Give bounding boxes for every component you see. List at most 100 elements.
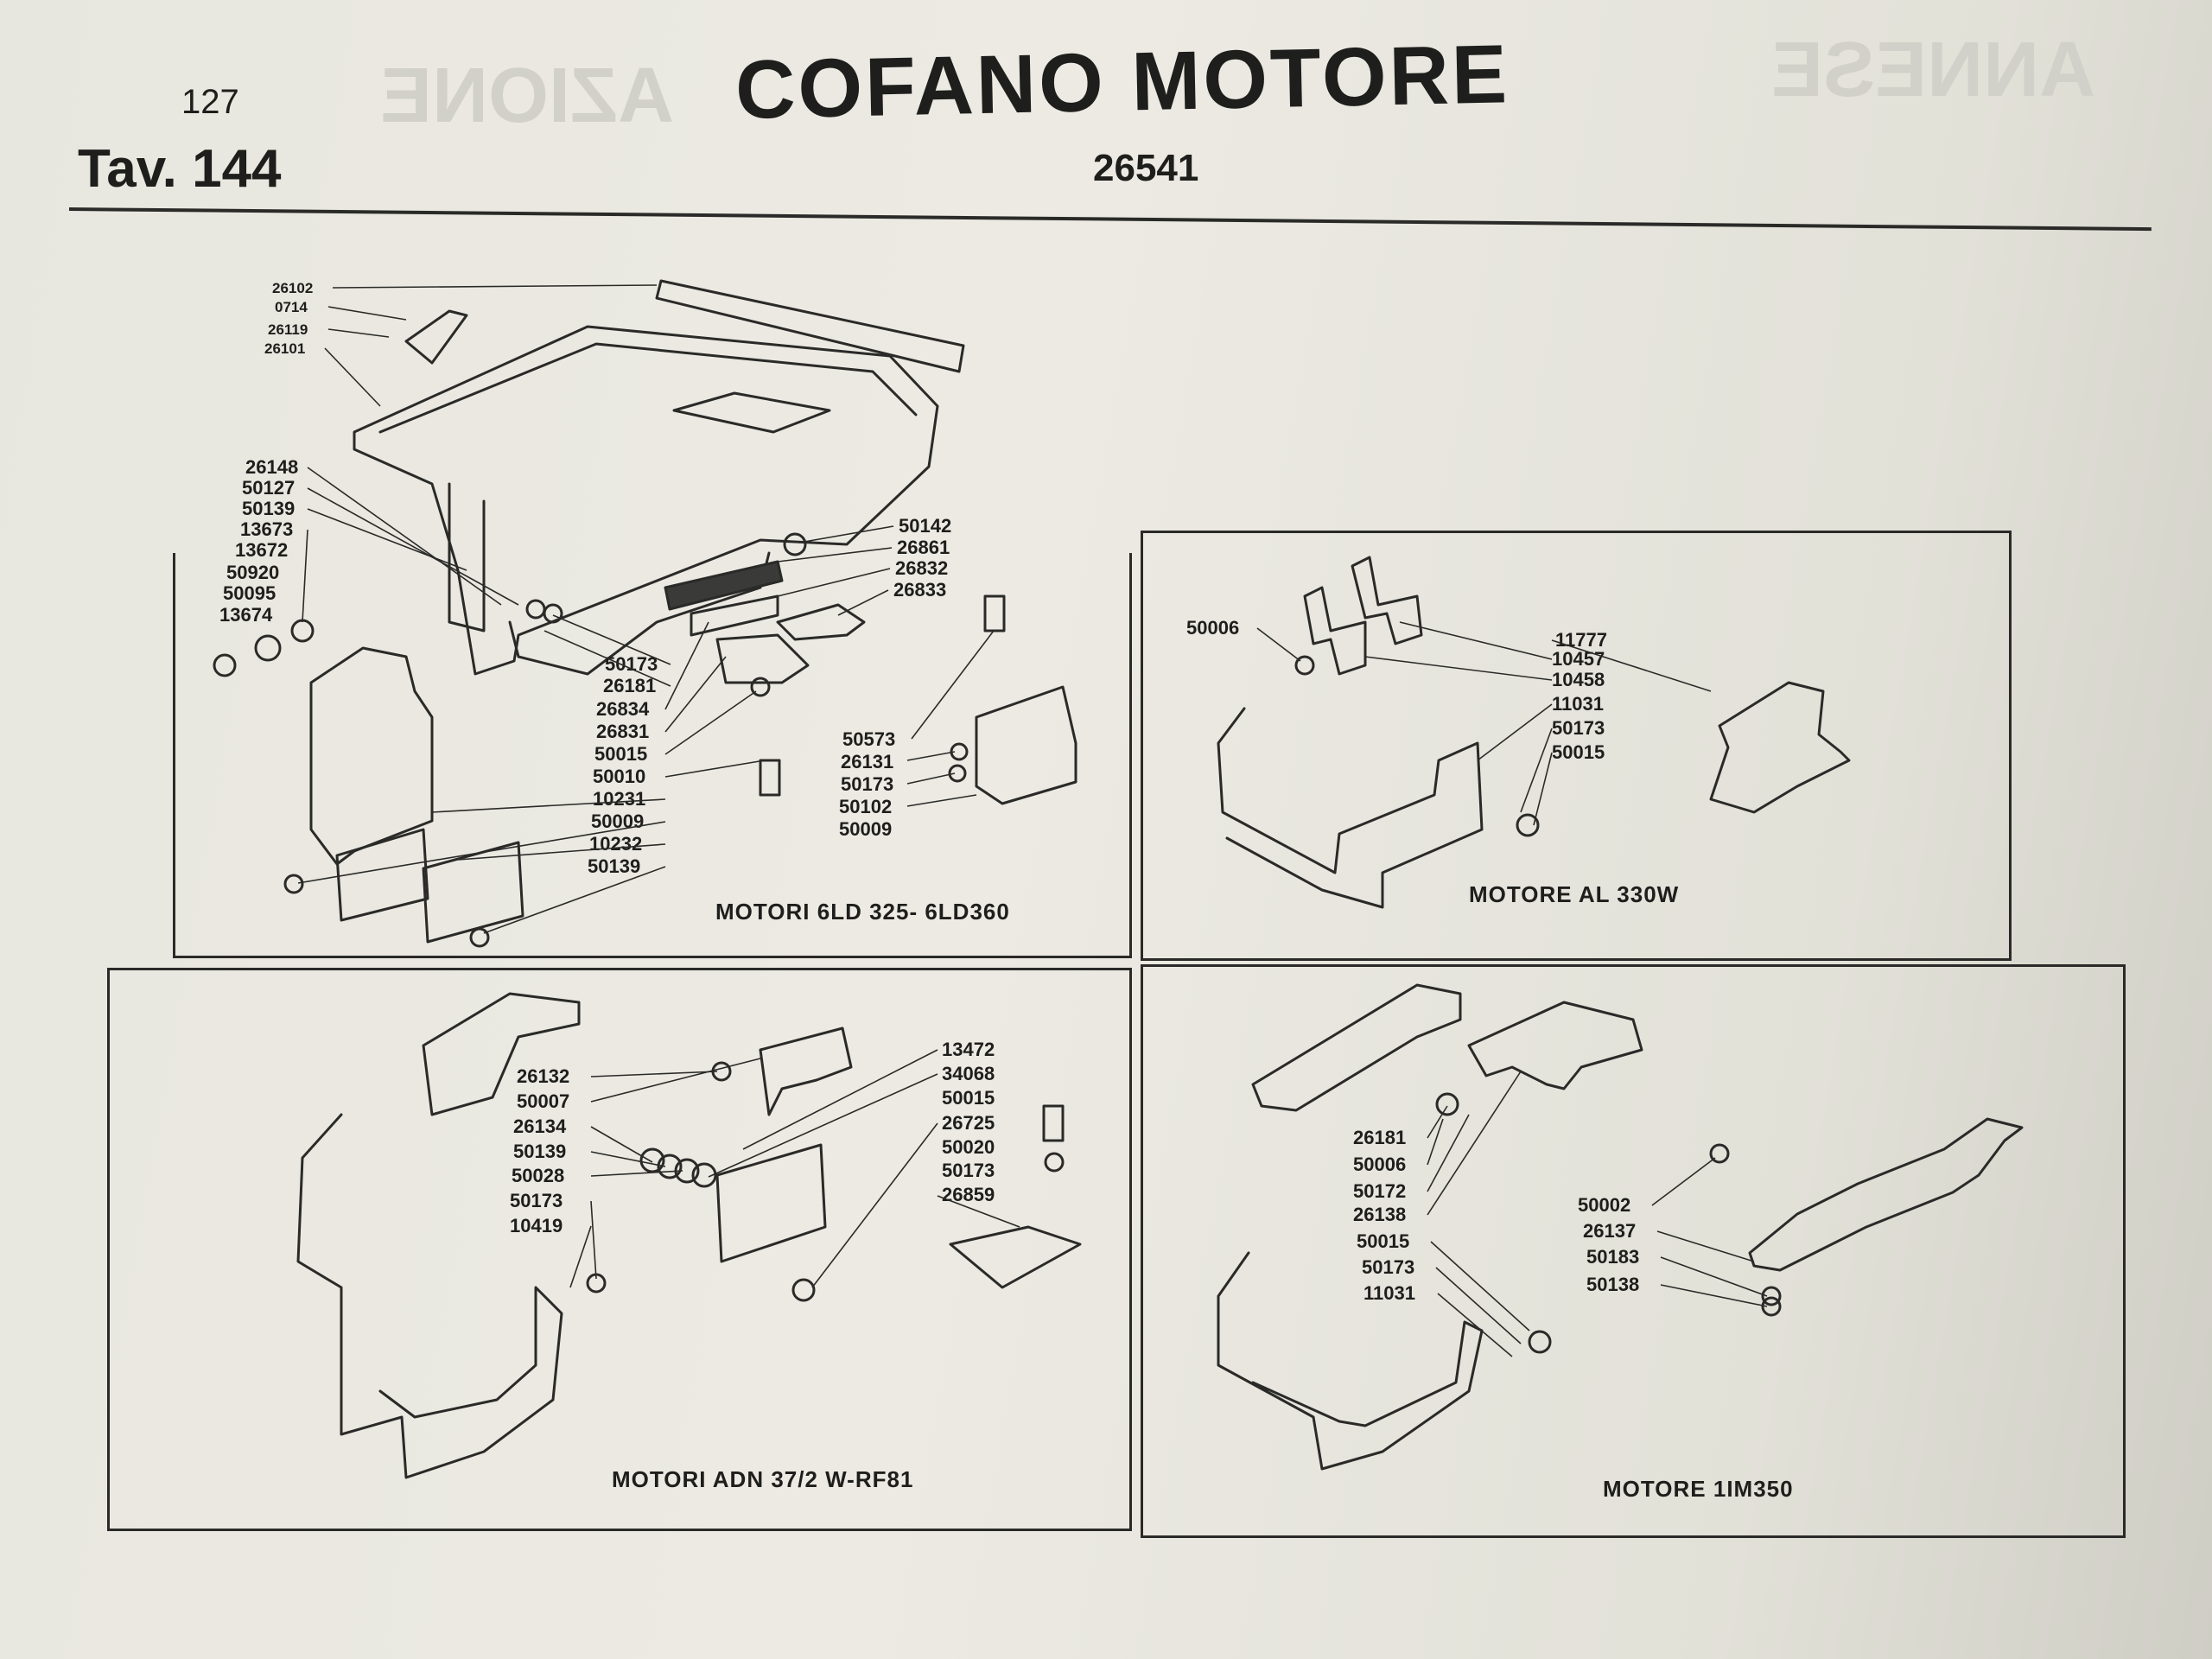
part-number: 50139 xyxy=(588,855,641,877)
part-number: 50015 xyxy=(1552,741,1605,763)
part-number: 50139 xyxy=(242,498,296,519)
plate-3b xyxy=(949,1225,1082,1289)
part-number: 50102 xyxy=(839,796,893,817)
part-number: 50142 xyxy=(899,515,952,537)
cradle-3 xyxy=(296,1113,563,1479)
part-number: 26181 xyxy=(603,675,657,696)
bonnet-vent xyxy=(672,391,831,434)
part-number: 50020 xyxy=(942,1136,995,1158)
side-window xyxy=(404,309,468,365)
part-number: 50173 xyxy=(605,653,658,675)
part-number: 26102 xyxy=(272,280,314,296)
lower-bracket xyxy=(715,633,810,684)
hook-bracket-b xyxy=(1351,556,1423,645)
hook-bracket-a xyxy=(1303,586,1367,676)
part-number: 26101 xyxy=(264,340,306,357)
trim-strip xyxy=(655,279,965,373)
strap-4b xyxy=(1467,1001,1643,1090)
panel-frame-al330w xyxy=(1141,531,2012,961)
panel-caption: MOTORI ADN 37/2 W-RF81 xyxy=(612,1466,914,1492)
bonnet-top-inner xyxy=(378,342,918,434)
plate-3 xyxy=(715,1143,827,1263)
hinge-plate-2 xyxy=(690,594,779,637)
right-bracket xyxy=(975,685,1077,805)
arch-bracket-4 xyxy=(1748,1117,2024,1272)
part-number: 26134 xyxy=(513,1116,567,1137)
panel-frame-1im350 xyxy=(1141,964,2126,1538)
part-number: 26181 xyxy=(1353,1127,1407,1148)
part-number: 50173 xyxy=(1362,1256,1415,1278)
part-number: 50172 xyxy=(1353,1180,1407,1202)
part-number: 50009 xyxy=(591,810,645,832)
bracket-3a xyxy=(422,992,581,1116)
part-number: 26137 xyxy=(1583,1220,1637,1242)
part-number: 13674 xyxy=(219,604,273,626)
panel-caption: MOTORE AL 330W xyxy=(1469,881,1680,907)
panel-frame-adn xyxy=(107,968,1132,1531)
small-bracket xyxy=(776,603,866,641)
part-number: 26832 xyxy=(895,557,949,579)
bracket-3b xyxy=(759,1027,853,1116)
part-number: 50006 xyxy=(1353,1154,1407,1175)
part-number: 50007 xyxy=(517,1090,570,1112)
group-code: 26541 xyxy=(1093,147,1199,189)
part-number: 11031 xyxy=(1363,1282,1415,1304)
part-number: 13673 xyxy=(240,518,294,540)
plate-left xyxy=(335,828,429,922)
support-2 xyxy=(1709,681,1851,814)
part-number: 10457 xyxy=(1552,648,1605,670)
part-number: 50009 xyxy=(839,818,893,840)
page-number: 127 xyxy=(181,83,239,121)
part-number: 26725 xyxy=(942,1112,995,1134)
part-number: 26138 xyxy=(1353,1204,1407,1225)
panel-caption: MOTORI 6LD 325- 6LD360 xyxy=(715,899,1010,925)
part-number: 26131 xyxy=(841,751,894,772)
part-number: 26132 xyxy=(517,1065,570,1087)
part-number: 50138 xyxy=(1586,1274,1640,1295)
part-number: 50183 xyxy=(1586,1246,1640,1268)
panel-caption: MOTORE 1IM350 xyxy=(1603,1476,1794,1502)
part-number: 50010 xyxy=(593,766,646,787)
bonnet-shell xyxy=(353,325,939,676)
part-number: 13672 xyxy=(235,539,289,561)
part-number: 0714 xyxy=(275,299,308,315)
part-number: 50015 xyxy=(942,1087,995,1109)
part-number: 10419 xyxy=(510,1215,563,1236)
part-number: 26833 xyxy=(893,579,947,601)
table-reference: Tav. 144 xyxy=(78,139,282,199)
part-number: 26831 xyxy=(596,721,650,742)
part-number: 50015 xyxy=(594,743,648,765)
part-number: 11031 xyxy=(1552,693,1604,715)
part-number: 50127 xyxy=(242,477,296,499)
bracket-cradle-2 xyxy=(1217,707,1484,909)
part-number: 50173 xyxy=(942,1160,995,1181)
part-number: 26148 xyxy=(245,456,299,478)
panel-frame-6ld xyxy=(173,553,1132,958)
part-number: 10458 xyxy=(1552,669,1605,690)
strap-4a xyxy=(1251,983,1462,1112)
bonnet-inner-side xyxy=(448,482,486,632)
cradle-4 xyxy=(1217,1251,1484,1471)
bracket-left xyxy=(309,646,434,866)
part-number: 50095 xyxy=(223,582,276,604)
part-number: 34068 xyxy=(942,1063,995,1084)
part-number: 50028 xyxy=(512,1165,565,1186)
part-number: 26861 xyxy=(897,537,950,558)
part-number: 50173 xyxy=(1552,717,1605,739)
part-number: 11777 xyxy=(1555,629,1607,651)
part-number: 10231 xyxy=(593,788,646,810)
part-number: 50002 xyxy=(1578,1194,1631,1216)
part-number: 50173 xyxy=(841,773,894,795)
part-number: 26119 xyxy=(268,321,308,338)
part-number: 50573 xyxy=(842,728,896,750)
part-number: 50173 xyxy=(510,1190,563,1211)
part-number: 50015 xyxy=(1357,1230,1410,1252)
part-number: 50920 xyxy=(226,562,280,583)
part-number: 50006 xyxy=(1186,617,1240,639)
part-number: 50139 xyxy=(513,1141,567,1162)
part-number: 13472 xyxy=(942,1039,995,1060)
part-number: 26834 xyxy=(596,698,650,720)
